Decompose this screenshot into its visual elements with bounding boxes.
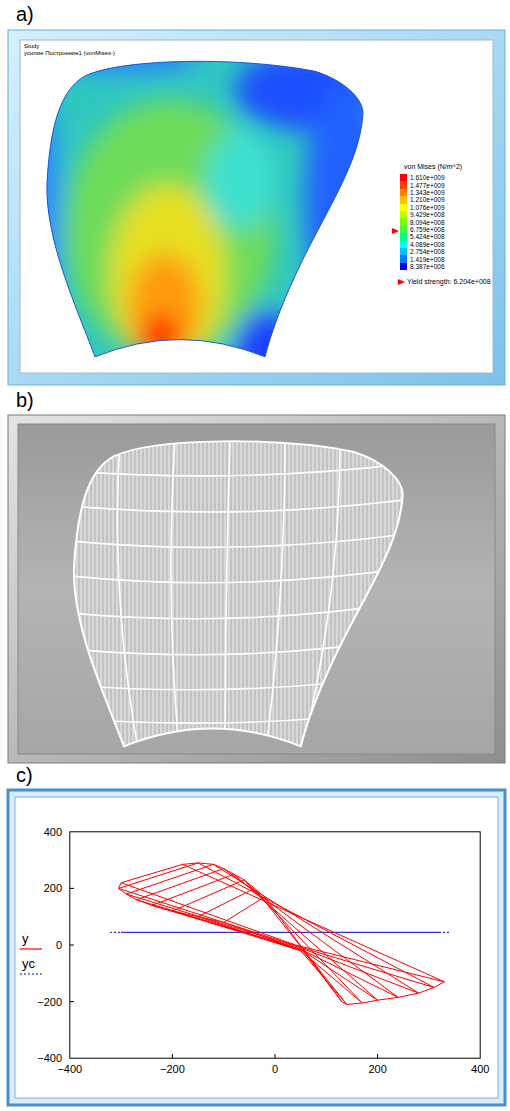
axis-tick: −200 [37,996,62,1008]
legend-title: von Mises (N/m^2) [404,163,462,171]
plot-legend-entry: y [22,932,29,946]
study-header: усилие Построение1 (vonMises-) [24,50,115,57]
color-bar-value: 1.210e+009 [410,196,445,203]
color-bar-value: 8.094e+008 [410,219,445,226]
color-bar-value: 1.610e+009 [410,174,445,181]
color-bar-value: 1.343e+009 [410,189,445,196]
axis-tick: −400 [57,1063,82,1075]
axis-tick: 400 [44,826,62,838]
color-bar-value: 1.477e+009 [410,182,445,189]
study-header: Study [24,43,39,50]
axis-tick: 0 [272,1063,278,1075]
color-bar-value: 6.759e+008 [410,226,445,233]
color-bar-value: 5.424e+008 [410,233,445,240]
panel-letter: b) [16,389,34,411]
axis-tick: 200 [368,1063,386,1075]
color-bar-swatch [400,263,407,271]
color-bar-value: 8.387e+006 [410,263,445,270]
plot-legend-entry: yc [22,957,35,971]
panel-letter: a) [16,3,34,25]
color-bar-value: 2.754e+008 [410,248,445,255]
axis-tick: 400 [471,1063,489,1075]
panel-letter: c) [16,764,33,786]
yield-note: Yield strength: 6.204e+008 [407,278,491,286]
color-bar-value: 1.076e+009 [410,204,445,211]
color-bar-value: 1.419e+008 [410,256,445,263]
axis-tick: −200 [160,1063,185,1075]
axis-tick: 200 [44,882,62,894]
axis-tick: −400 [37,1052,62,1064]
color-bar-value: 9.429e+008 [410,211,445,218]
color-bar-value: 4.089e+008 [410,241,445,248]
axis-tick: 0 [56,939,62,951]
